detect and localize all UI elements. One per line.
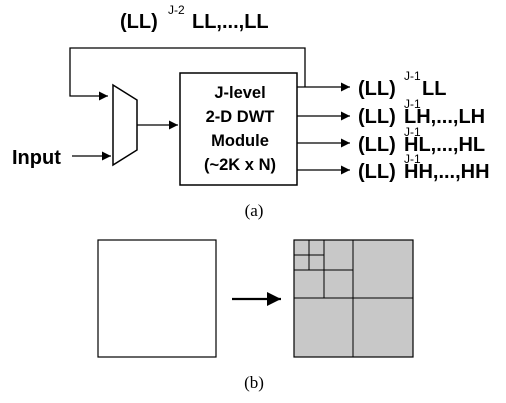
multiplexer-shape — [112, 83, 138, 167]
output-label-1-exponent: J-1 — [404, 69, 421, 83]
output-label-2-base: (LL) — [358, 106, 396, 128]
caption-b: (b) — [244, 373, 264, 392]
output-label-2-exponent: J-1 — [404, 97, 421, 111]
caption-a: (a) — [245, 201, 264, 220]
output-label-4-rest: HH,...,HH — [404, 161, 490, 183]
output-label-3-base: (LL) — [358, 134, 396, 156]
feedback-label-rest: LL,...,LL — [192, 11, 269, 33]
output-label-1-base: (LL) — [358, 78, 396, 100]
dwt-module-box — [179, 72, 298, 186]
output-label-3-exponent: J-1 — [404, 125, 421, 139]
output-label-4-exponent: J-1 — [404, 152, 421, 166]
feedback-label-base: (LL) — [120, 11, 158, 33]
decomposed-image — [293, 239, 414, 358]
output-label-3-rest: HL,...,HL — [404, 134, 485, 156]
feedback-loop-arrow — [69, 47, 306, 101]
module-label-line1: J-level — [214, 84, 265, 102]
original-image-square — [97, 239, 217, 358]
module-label-line3: Module — [211, 132, 269, 150]
feedback-label-exponent: J-2 — [168, 3, 185, 17]
output-label-4-base: (LL) — [358, 161, 396, 183]
output-label-1-rest: LL — [422, 78, 446, 100]
module-label-line4: (~2K x N) — [204, 156, 276, 174]
module-label-line2: 2-D DWT — [206, 108, 275, 126]
output-label-2-rest: LH,...,LH — [404, 106, 485, 128]
input-label: Input — [12, 147, 61, 169]
